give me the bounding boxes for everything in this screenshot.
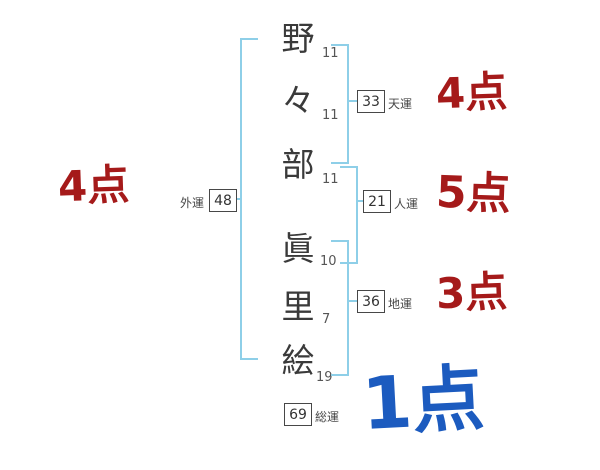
stroke-count-4: 10 — [320, 254, 337, 269]
bracket-chiun-tick-bottom — [331, 374, 349, 376]
bracket-jinun-tick-top — [340, 166, 358, 168]
stroke-count-3: 11 — [322, 172, 339, 187]
name-char-4: 眞 — [281, 229, 315, 268]
gaiun-label: 外運 — [180, 196, 205, 210]
stroke-count-2: 11 — [322, 108, 339, 123]
name-char-1: 野 — [281, 19, 315, 58]
bracket-jinun-tick-bottom — [340, 262, 358, 264]
bracket-jinun-line — [356, 166, 358, 264]
name-char-2: 々 — [281, 81, 315, 120]
bracket-gaiun-tick-top — [240, 38, 258, 40]
stroke-count-5: 7 — [322, 312, 331, 327]
bracket-tenun-tick-top — [331, 44, 349, 46]
tenun-value-box: 33 — [357, 90, 385, 113]
jinun-value-box: 21 — [363, 190, 391, 213]
bracket-tenun-line — [347, 44, 349, 164]
bracket-gaiun-tick-bottom — [240, 358, 258, 360]
tenun-score: 4点 — [435, 66, 509, 119]
tenun-label: 天運 — [388, 97, 413, 111]
bracket-chiun-tick-top — [331, 240, 349, 242]
gaiun-value-box: 48 — [209, 189, 237, 212]
bracket-chiun-line — [347, 240, 349, 376]
souun-score: 1点 — [359, 355, 487, 447]
stroke-count-6: 19 — [316, 370, 333, 385]
name-char-6: 絵 — [281, 341, 315, 380]
jinun-score: 5点 — [435, 166, 512, 221]
souun-label: 総運 — [315, 410, 340, 424]
bracket-jinun-connector — [356, 200, 363, 202]
gaiun-score: 4点 — [57, 159, 131, 212]
chiun-score: 3点 — [435, 266, 509, 319]
bracket-tenun-tick-bottom — [331, 162, 349, 164]
bracket-chiun-connector — [347, 300, 357, 302]
bracket-tenun-connector — [347, 100, 357, 102]
name-char-3: 部 — [281, 145, 315, 184]
bracket-gaiun-connector — [233, 198, 242, 200]
chiun-value-box: 36 — [357, 290, 385, 313]
stroke-count-1: 11 — [322, 46, 339, 61]
souun-value-box: 69 — [284, 403, 312, 426]
jinun-label: 人運 — [394, 197, 419, 211]
name-char-5: 里 — [281, 287, 315, 326]
chiun-label: 地運 — [388, 297, 413, 311]
